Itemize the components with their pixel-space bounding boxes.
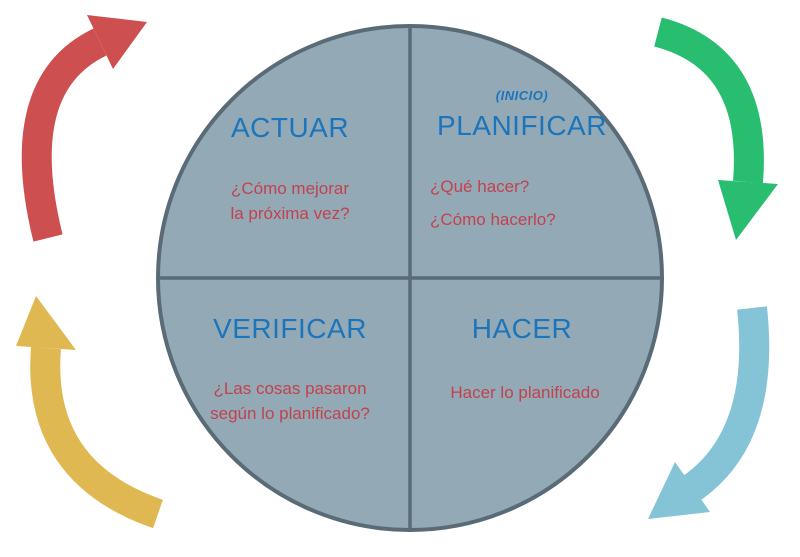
planificar-text-line2: ¿Cómo hacerlo? <box>430 210 556 229</box>
quadrant-planificar-start-label: (INICIO) <box>495 88 549 103</box>
quadrant-planificar-title: PLANIFICAR <box>437 110 607 141</box>
quadrant-actuar-title: ACTUAR <box>230 112 350 143</box>
yellow-arrow-head <box>16 296 76 350</box>
green-arrow-shaft <box>653 17 764 184</box>
red-arrow-shaft <box>21 28 107 242</box>
actuar-text-line1: ¿Cómo mejorar <box>230 179 350 198</box>
actuar-text-line2: la próxima vez? <box>230 204 350 223</box>
quadrant-hacer-text: Hacer lo planificado <box>405 380 645 405</box>
teal-arrow-shaft <box>683 306 770 501</box>
yellow-arrow-shaft <box>30 346 164 529</box>
quadrant-verificar-text: ¿Las cosas pasaron según lo planificado? <box>170 376 410 426</box>
yellow-arrow-icon <box>16 296 164 529</box>
quadrant-actuar-text: ¿Cómo mejorar la próxima vez? <box>170 176 410 226</box>
green-arrow-icon <box>653 17 778 240</box>
quadrant-planificar-text: ¿Qué hacer? ¿Cómo hacerlo? <box>430 170 556 236</box>
verificar-text-line1: ¿Las cosas pasaron <box>213 379 367 398</box>
red-arrow-icon <box>21 15 147 242</box>
teal-arrow-icon <box>648 306 770 519</box>
green-arrow-head <box>718 180 778 240</box>
hacer-text-line1: Hacer lo planificado <box>450 383 600 402</box>
teal-arrow-head <box>648 462 710 519</box>
verificar-text-line2: según lo planificado? <box>210 404 370 423</box>
planificar-text-line1: ¿Qué hacer? <box>430 177 530 196</box>
quadrant-hacer-title: HACER <box>471 313 573 344</box>
quadrant-verificar-title: VERIFICAR <box>213 313 367 344</box>
red-arrow-head <box>87 15 147 69</box>
